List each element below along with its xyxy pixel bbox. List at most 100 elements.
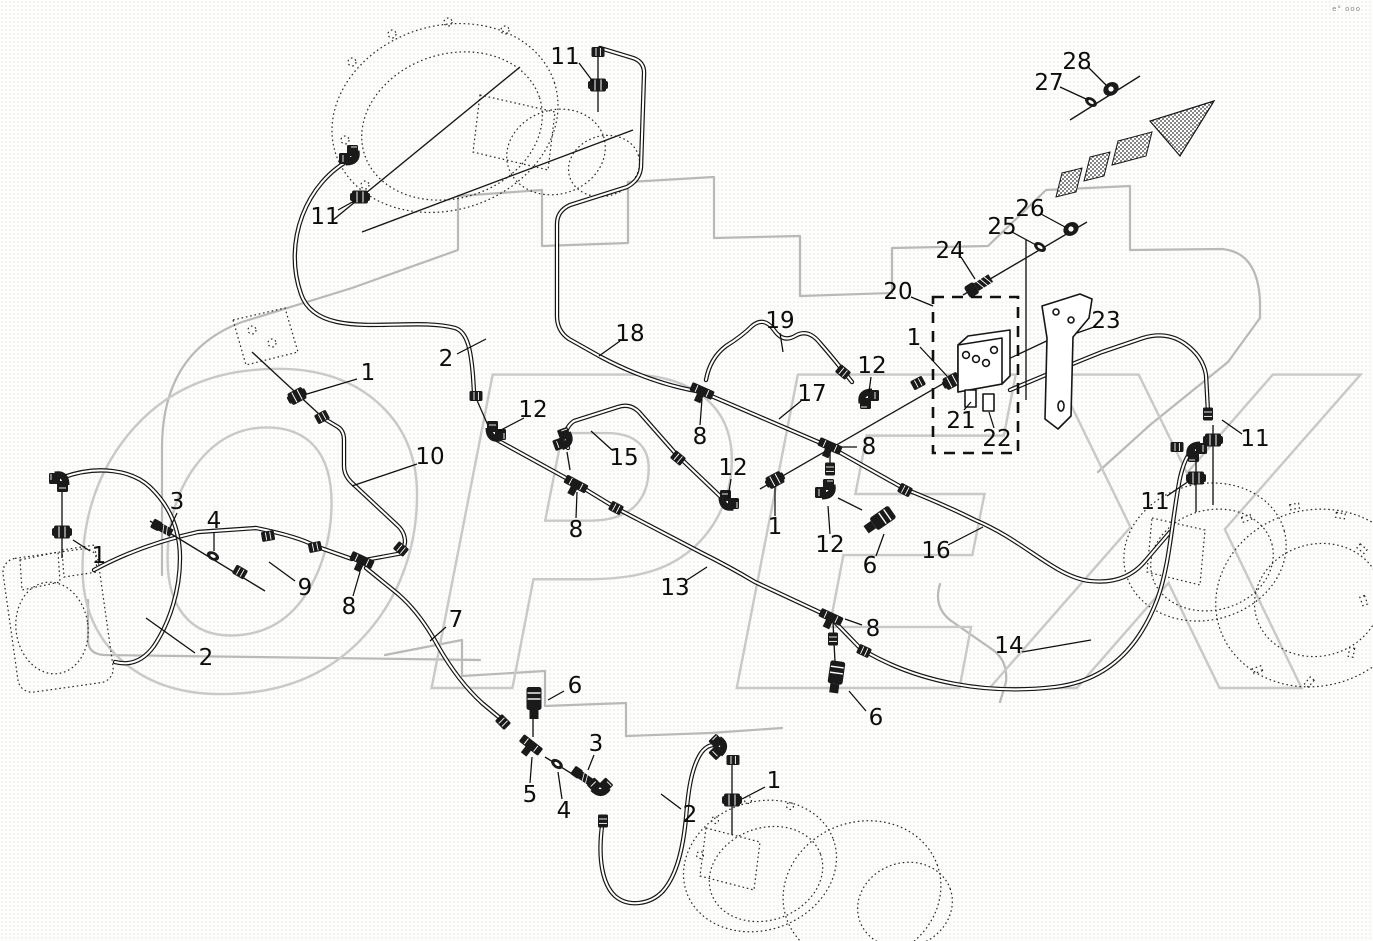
part-number-callout: 6 <box>869 705 884 731</box>
pipe-7-core <box>365 567 501 719</box>
leader-line <box>1166 480 1190 497</box>
leader-line <box>727 478 732 499</box>
leader-line <box>1021 639 1092 653</box>
hose-2-bottom-core <box>599 743 721 905</box>
leader-line <box>578 62 595 84</box>
leader-line <box>587 754 595 771</box>
fitting-hex <box>1185 471 1207 485</box>
part-number-callout: 10 <box>415 444 444 470</box>
leader-line <box>169 512 178 529</box>
part-number-callout: 16 <box>921 538 950 564</box>
solenoid <box>964 389 977 408</box>
dashed-group-box-20 <box>931 295 1020 455</box>
part-number-callout: 3 <box>589 731 604 757</box>
fitting-nut <box>1170 441 1184 453</box>
leader-line <box>686 566 708 581</box>
fitting-nut <box>597 814 609 828</box>
leader-line <box>590 430 613 451</box>
wheel-motor-assembly-right <box>1123 482 1373 688</box>
leader-line <box>1059 86 1087 100</box>
part-number-callout: 11 <box>1140 489 1169 515</box>
leader-line <box>960 256 976 280</box>
part-number-callout: 20 <box>883 279 912 305</box>
fitting-hex <box>721 793 743 807</box>
leader-line <box>598 340 621 357</box>
pipe-18-17-run-core <box>556 47 904 489</box>
part-number-callout: 1 <box>92 543 107 569</box>
pipe-13-core <box>496 439 861 649</box>
leader-line <box>529 756 533 784</box>
part-number-callout: 12 <box>718 455 747 481</box>
leader-line <box>575 491 578 519</box>
wheel-motor-assembly-top-left <box>331 17 641 214</box>
pipe-9-core <box>93 527 353 571</box>
hose-14-core <box>867 449 1194 691</box>
leader-line <box>547 690 565 701</box>
wheel-motor-assembly-bottom <box>682 795 953 941</box>
part-number-callout: 11 <box>1240 426 1269 452</box>
part-number-callout: 21 <box>946 408 975 434</box>
leader-line <box>778 400 802 420</box>
part-number-callout: 27 <box>1034 70 1063 96</box>
leader-line <box>498 417 525 432</box>
part-number-callout: 3 <box>170 489 185 515</box>
leader-line <box>827 505 831 535</box>
part-number-callout: 12 <box>815 532 844 558</box>
mount-bracket-23 <box>1041 293 1093 430</box>
part-callouts: 1111211012181581281917121811261613202122… <box>72 44 1270 828</box>
pipe-16-core <box>904 488 1171 583</box>
leader-line <box>1087 66 1107 86</box>
valve-block-group <box>931 293 1093 455</box>
part-number-callout: 12 <box>518 397 547 423</box>
hydraulic-lines <box>61 45 1211 906</box>
leader-line <box>429 626 447 642</box>
leader-line <box>306 378 358 395</box>
leader-line <box>660 793 682 810</box>
pipe-10-core <box>322 417 406 561</box>
part-number-callout: 2 <box>683 802 698 828</box>
part-number-callout: 1 <box>767 768 782 794</box>
fitting-hex <box>51 525 73 539</box>
direction-arrow-icon <box>1055 99 1216 198</box>
part-number-callout: 6 <box>863 553 878 579</box>
pipe-19-core <box>705 320 853 383</box>
part-number-callout: 22 <box>982 426 1011 452</box>
fitting-nut <box>469 390 483 402</box>
part-number-callout: 11 <box>550 44 579 70</box>
part-number-callout: 23 <box>1091 308 1120 334</box>
leader-line <box>1076 326 1095 334</box>
leader-line <box>1011 231 1037 246</box>
seal-washer <box>1032 239 1048 255</box>
brake-valve-block <box>957 329 1011 412</box>
leader-line <box>875 533 885 557</box>
fitting-elbow <box>49 473 68 492</box>
fitting-nut <box>1202 407 1214 421</box>
leader-line <box>352 571 361 597</box>
leader-line <box>848 690 867 712</box>
part-number-callout: 1 <box>361 360 376 386</box>
part-number-callout: 14 <box>994 633 1023 659</box>
leader-line <box>963 401 972 411</box>
part-number-callout: 18 <box>615 321 644 347</box>
leader-line <box>268 561 296 582</box>
leader-line <box>337 199 357 211</box>
leader-line <box>988 411 995 429</box>
part-number-callout: 8 <box>342 594 357 620</box>
part-number-callout: 8 <box>569 517 584 543</box>
fitting-nut <box>824 462 836 476</box>
part-number-callout: 1 <box>907 325 922 351</box>
part-number-callout: 25 <box>987 214 1016 240</box>
leader-line <box>145 617 196 654</box>
part-number-callout: 17 <box>797 381 826 407</box>
mount-plate-top-left <box>232 307 299 366</box>
leader-line <box>868 376 872 393</box>
fitting-nut <box>591 46 605 58</box>
fitting-elbow <box>339 145 358 164</box>
part-number-callout: 13 <box>660 575 689 601</box>
leader-line <box>699 398 703 426</box>
part-number-callout: 11 <box>310 204 339 230</box>
leader-line <box>456 338 487 355</box>
part-number-callout: 1 <box>768 514 783 540</box>
part-number-callout: 12 <box>857 353 886 379</box>
